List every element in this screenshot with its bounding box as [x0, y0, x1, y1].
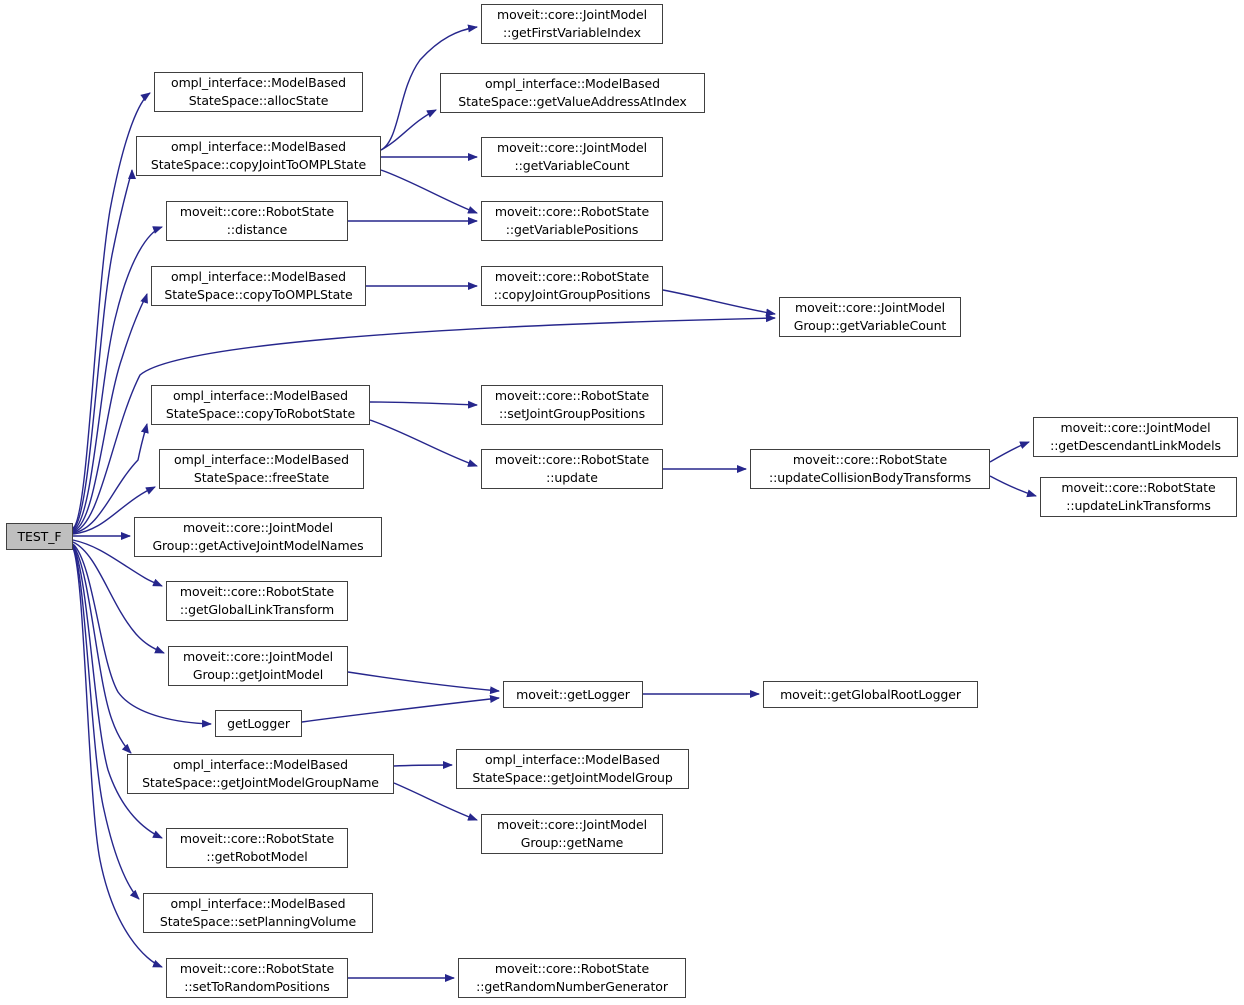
- node-allocState[interactable]: ompl_interface::ModelBased StateSpace::a…: [154, 72, 363, 112]
- node-moveitGetLogger[interactable]: moveit::getLogger: [503, 681, 643, 708]
- edge-copyJointGroupPositions-to-jmgGetVariableCount: [662, 289, 776, 317]
- node-setJointGroupPositions[interactable]: moveit::core::RobotState ::setJointGroup…: [481, 385, 663, 425]
- edge-test_f-to-getLogger: [72, 543, 212, 728]
- edge-updateCollisionBodyTransforms-to-getDescendantLinkModels: [989, 441, 1030, 463]
- node-copyToRobotState[interactable]: ompl_interface::ModelBased StateSpace::c…: [151, 385, 370, 425]
- edge-test_f-to-getJointModelGroupName: [72, 544, 132, 754]
- node-getLogger[interactable]: getLogger: [215, 710, 302, 737]
- edge-copyToRobotState-to-update: [369, 419, 478, 467]
- node-jmgGetName[interactable]: moveit::core::JointModel Group::getName: [481, 814, 663, 854]
- node-getDescendantLinkModels[interactable]: moveit::core::JointModel ::getDescendant…: [1033, 417, 1238, 457]
- edge-getLogger-to-moveitGetLogger: [301, 695, 500, 723]
- node-distance[interactable]: moveit::core::RobotState ::distance: [166, 201, 348, 241]
- node-getJointModelGroupName[interactable]: ompl_interface::ModelBased StateSpace::g…: [127, 754, 394, 794]
- edge-getJointModelGroupName-to-getJointModelGroup: [393, 761, 453, 770]
- edge-copyJointToOMPLState-to-getValueAddressAtIndex: [380, 109, 437, 151]
- edge-test_f-to-freeState: [72, 486, 156, 535]
- node-setPlanningVolume[interactable]: ompl_interface::ModelBased StateSpace::s…: [143, 893, 373, 933]
- node-getGlobalRootLogger[interactable]: moveit::getGlobalRootLogger: [763, 681, 978, 708]
- edge-test_f-to-getRobotModel: [72, 545, 163, 839]
- node-getJointModel[interactable]: moveit::core::JointModel Group::getJoint…: [168, 646, 348, 686]
- node-getJointModelGroup[interactable]: ompl_interface::ModelBased StateSpace::g…: [456, 749, 689, 789]
- edge-test_f-to-copyToRobotState: [72, 423, 149, 534]
- node-freeState[interactable]: ompl_interface::ModelBased StateSpace::f…: [159, 449, 364, 489]
- node-setToRandomPositions[interactable]: moveit::core::RobotState ::setToRandomPo…: [166, 958, 348, 998]
- node-getGlobalLinkTransform[interactable]: moveit::core::RobotState ::getGlobalLink…: [166, 581, 348, 621]
- node-updateCollisionBodyTransforms[interactable]: moveit::core::RobotState ::updateCollisi…: [750, 449, 990, 489]
- edge-test_f-to-jmgGetVariableCount: [72, 314, 776, 533]
- node-getRobotModel[interactable]: moveit::core::RobotState ::getRobotModel: [166, 828, 348, 868]
- node-getActiveJointModelNames[interactable]: moveit::core::JointModel Group::getActiv…: [134, 517, 382, 557]
- edge-test_f-to-copyToOMPLState: [72, 293, 148, 532]
- node-getValueAddressAtIndex[interactable]: ompl_interface::ModelBased StateSpace::g…: [440, 73, 705, 113]
- node-updateLinkTransforms[interactable]: moveit::core::RobotState ::updateLinkTra…: [1040, 477, 1237, 517]
- node-test_f[interactable]: TEST_F: [6, 523, 73, 550]
- edge-copyToRobotState-to-setJointGroupPositions: [369, 400, 478, 409]
- edge-test_f-to-setToRandomPositions: [72, 547, 163, 968]
- node-copyJointGroupPositions[interactable]: moveit::core::RobotState ::copyJointGrou…: [481, 266, 663, 306]
- node-copyToOMPLState[interactable]: ompl_interface::ModelBased StateSpace::c…: [151, 266, 366, 306]
- edge-test_f-to-getGlobalLinkTransform: [72, 539, 163, 587]
- edge-getJointModel-to-moveitGetLogger: [347, 671, 500, 695]
- node-getVariableCount[interactable]: moveit::core::JointModel ::getVariableCo…: [481, 137, 663, 177]
- edge-test_f-to-distance: [72, 226, 163, 531]
- node-copyJointToOMPLState[interactable]: ompl_interface::ModelBased StateSpace::c…: [136, 136, 381, 176]
- node-getVariablePositions[interactable]: moveit::core::RobotState ::getVariablePo…: [481, 201, 663, 241]
- edge-test_f-to-getJointModel: [72, 541, 165, 654]
- node-update[interactable]: moveit::core::RobotState ::update: [481, 449, 663, 489]
- node-getRandomNumberGenerator[interactable]: moveit::core::RobotState ::getRandomNumb…: [458, 958, 686, 998]
- node-jmgGetVariableCount[interactable]: moveit::core::JointModel Group::getVaria…: [779, 297, 961, 337]
- edge-test_f-to-setPlanningVolume: [72, 546, 140, 900]
- edge-getJointModelGroupName-to-jmgGetName: [393, 782, 478, 821]
- edge-test_f-to-allocState: [72, 92, 151, 529]
- node-getFirstVariableIndex[interactable]: moveit::core::JointModel ::getFirstVaria…: [481, 4, 663, 44]
- edge-copyJointToOMPLState-to-getFirstVariableIndex: [380, 24, 478, 151]
- edge-test_f-to-copyJointToOMPLState: [72, 169, 136, 530]
- edge-copyJointToOMPLState-to-getVariablePositions: [380, 169, 478, 214]
- edge-updateCollisionBodyTransforms-to-updateLinkTransforms: [989, 475, 1037, 498]
